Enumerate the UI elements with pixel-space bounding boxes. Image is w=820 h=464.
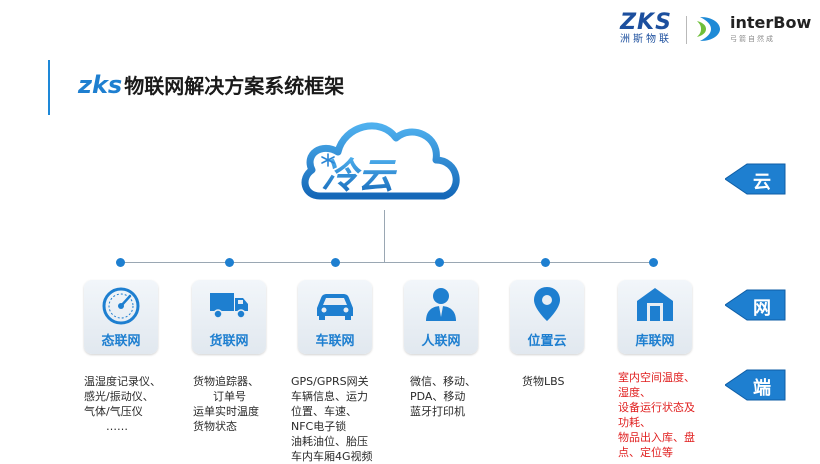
side-badge-label: 网 <box>753 298 771 319</box>
description-line: 感光/振动仪、 <box>84 390 154 403</box>
node-vehicle-network: 车联网 <box>298 280 372 354</box>
description-line: 蓝牙打印机 <box>410 405 465 418</box>
warehouse-icon <box>637 288 673 321</box>
node-state-network: 态联网 <box>84 280 158 354</box>
description-line: PDA、移动 <box>410 390 466 403</box>
interbow-logo: interBow 弓箭自然成 <box>730 14 811 44</box>
description-line: 货物追踪器、 <box>193 375 259 388</box>
location-pin-icon <box>534 287 560 321</box>
description-line: NFC电子锁 <box>291 420 347 433</box>
node-description: 室内空间温度、 湿度、 设备运行状态及 功耗、 物品出入库、盘 点、定位等 <box>618 370 695 460</box>
cloud-connector-line <box>384 210 385 262</box>
title-brand: zks <box>78 71 123 99</box>
node-description: 货物追踪器、 订单号 运单实时温度 货物状态 <box>193 374 259 434</box>
description-line: 物品出入库、盘 <box>618 431 695 444</box>
interbow-emblem-icon <box>697 17 720 41</box>
node-cargo-network: 货联网 <box>192 280 266 354</box>
branch-line <box>120 262 654 263</box>
description-line: 位置、车速、 <box>291 405 357 418</box>
gauge-icon <box>102 287 140 325</box>
node-label: 态联网 <box>101 334 141 349</box>
arrow-badge-icon <box>724 369 786 401</box>
description-line: 温湿度记录仪、 <box>84 375 161 388</box>
zks-logo-subtitle: 洲斯物联 <box>620 34 672 45</box>
description-line: 微信、移动、 <box>410 375 476 388</box>
branch-dot <box>649 258 658 267</box>
description-line: 车辆信息、运力 <box>291 390 368 403</box>
person-icon <box>426 288 456 321</box>
arrow-badge-icon <box>724 289 786 321</box>
node-description: 微信、移动、 PDA、移动 蓝牙打印机 <box>410 374 476 419</box>
node-label: 库联网 <box>635 334 675 349</box>
description-line: GPS/GPRS网关 <box>291 375 369 388</box>
logo-divider <box>686 16 687 44</box>
car-icon <box>317 294 353 320</box>
truck-icon <box>210 293 248 319</box>
description-line: 订单号 <box>213 390 246 403</box>
branch-dot <box>331 258 340 267</box>
title-text: 物联网解决方案系统框架 <box>124 74 345 98</box>
node-label: 人联网 <box>421 334 461 349</box>
node-warehouse-network: 库联网 <box>618 280 692 354</box>
description-line: 点、定位等 <box>618 446 673 459</box>
node-location-cloud: 位置云 <box>510 280 584 354</box>
description-line: 功耗、 <box>618 416 651 429</box>
node-label: 车联网 <box>315 334 355 349</box>
description-line: 运单实时温度 <box>193 405 259 418</box>
node-description: 货物LBS <box>522 374 564 389</box>
description-line: 车内车厢4G视频 <box>291 450 373 463</box>
description-line: 油耗油位、胎压 <box>291 435 368 448</box>
description-line: 设备运行状态及 <box>618 401 695 414</box>
branch-dot <box>435 258 444 267</box>
node-description: GPS/GPRS网关 车辆信息、运力 位置、车速、 NFC电子锁 油耗油位、胎压… <box>291 374 373 464</box>
title-accent-bar <box>48 60 50 115</box>
description-line: 湿度、 <box>618 386 651 399</box>
side-badge-cloud: 云 <box>724 162 787 196</box>
description-line: 货物LBS <box>522 375 565 388</box>
cold-cloud-graphic: 冷云 <box>301 122 460 200</box>
zks-logo-mark: ZKS <box>620 10 672 35</box>
zks-logo: ZKS 洲斯物联 <box>614 12 678 46</box>
snowflake-icon <box>321 153 335 167</box>
interbow-logo-mark: interBow <box>730 13 812 32</box>
node-label: 货联网 <box>209 334 249 349</box>
description-line: 货物状态 <box>193 420 237 433</box>
branch-dot <box>116 258 125 267</box>
side-badge-label: 云 <box>753 172 771 193</box>
branch-dot <box>225 258 234 267</box>
arrow-badge-icon <box>724 163 786 195</box>
side-badge-network: 网 <box>724 288 787 322</box>
side-badge-label: 端 <box>753 378 771 399</box>
node-label: 位置云 <box>527 334 567 349</box>
interbow-logo-subtitle: 弓箭自然成 <box>730 35 775 43</box>
description-line: 室内空间温度、 <box>618 371 695 384</box>
node-description: 温湿度记录仪、 感光/振动仪、 气体/气压仪 …… <box>84 374 161 434</box>
description-line: …… <box>106 420 128 433</box>
side-badge-terminal: 端 <box>724 368 787 402</box>
description-line: 气体/气压仪 <box>84 405 143 418</box>
branch-dot <box>541 258 550 267</box>
node-people-network: 人联网 <box>404 280 478 354</box>
